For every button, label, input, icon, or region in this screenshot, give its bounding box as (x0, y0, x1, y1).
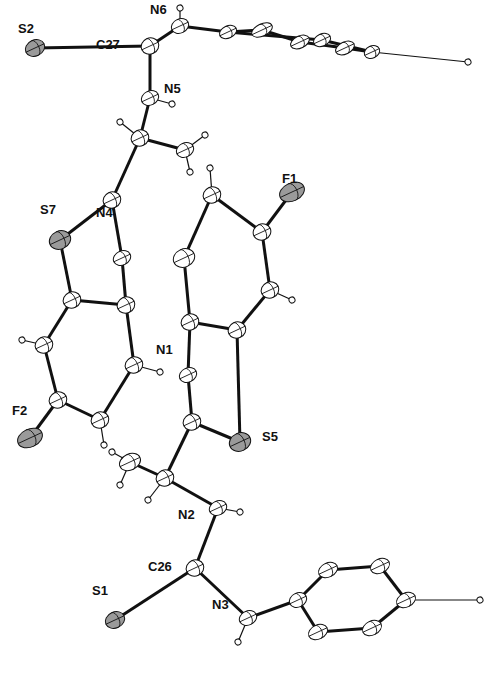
atom-label: N3 (212, 598, 229, 611)
atom-label: N2 (178, 508, 195, 521)
bond (35, 46, 150, 48)
atom-ellipsoid (14, 424, 45, 451)
atom-ellipsoid (394, 589, 418, 610)
atom-ellipsoid (200, 184, 223, 206)
bond (372, 52, 468, 62)
atom-ellipsoid (144, 496, 152, 504)
bond (212, 195, 262, 232)
atom-label: C27 (96, 38, 120, 51)
atom-ellipsoid (464, 58, 472, 66)
atom-label: N5 (164, 82, 181, 95)
atom-ellipsoid (206, 164, 214, 172)
atom-ellipsoid (170, 245, 198, 271)
bond (126, 305, 134, 365)
atom-ellipsoid (311, 31, 332, 49)
atom-ellipsoid (156, 368, 164, 376)
bond (195, 568, 248, 618)
atom-ellipsoid (174, 140, 196, 160)
atom-label: S5 (262, 430, 278, 443)
atom-label: S2 (18, 22, 34, 35)
bond (112, 138, 140, 200)
atom-ellipsoid (258, 279, 281, 301)
atom-ellipsoid (180, 411, 203, 433)
bond (112, 200, 122, 258)
atom-ellipsoid (117, 450, 144, 474)
atom-ellipsoid (108, 448, 116, 456)
bond (115, 568, 195, 620)
bond (237, 330, 240, 442)
atom-label: N6 (150, 3, 167, 16)
atom-ellipsoid (362, 43, 382, 61)
atom-ellipsoid (18, 336, 26, 344)
bonds (22, 8, 480, 642)
atom-ellipsoid (177, 365, 199, 385)
atom-ellipsoid (201, 131, 209, 139)
atom-ellipsoid (186, 168, 194, 176)
atom-ellipsoid (111, 248, 133, 268)
atom-ellipsoid (46, 227, 74, 253)
bond (406, 599, 480, 600)
atom-ellipsoid (249, 20, 274, 40)
atom-ellipsoid (103, 609, 128, 632)
bond (165, 478, 218, 508)
atom-ellipsoid (116, 481, 124, 489)
atom-ellipsoid (122, 354, 145, 376)
atom-label: F1 (282, 172, 297, 185)
atom-label: N1 (156, 343, 173, 356)
bond (165, 422, 192, 478)
atom-label: N4 (96, 206, 113, 219)
atom-ellipsoid (60, 289, 83, 311)
atom-ellipsoid (237, 608, 259, 628)
atom-ellipsoid (168, 100, 176, 108)
atom-label: F2 (12, 404, 27, 417)
atom-ellipsoid (333, 38, 356, 57)
atom-ellipsoid (360, 617, 384, 638)
atom-ellipsoid (207, 498, 229, 518)
atom-ellipsoid (169, 16, 191, 36)
atom-ellipsoid (287, 590, 309, 610)
atom-ellipsoid (368, 555, 392, 576)
atom-ellipsoid (32, 334, 55, 356)
atom-ellipsoid (23, 37, 48, 60)
atom-ellipsoid (178, 311, 201, 333)
atom-ellipsoid (176, 4, 184, 12)
atom-ellipsoid (306, 621, 330, 642)
atom-ellipsoid (217, 23, 238, 41)
atom-ellipsoid (88, 409, 111, 431)
atom-ellipsoid (100, 441, 108, 449)
atoms (14, 4, 484, 646)
atom-ellipsoid (234, 638, 242, 646)
atom-ellipsoid (316, 559, 340, 580)
atom-ellipsoid (116, 118, 124, 126)
atom-ellipsoid (225, 319, 248, 341)
atom-ellipsoid (236, 508, 244, 516)
atom-label: C26 (148, 560, 172, 573)
atom-label: S1 (92, 584, 108, 597)
atom-ellipsoid (250, 221, 273, 243)
atom-ellipsoid (139, 88, 161, 108)
atom-ellipsoid (138, 35, 161, 57)
atom-ellipsoid (183, 557, 206, 579)
atom-ellipsoid (288, 32, 311, 51)
atom-ellipsoid (128, 127, 151, 149)
bond (195, 508, 218, 568)
bond (100, 365, 134, 420)
atom-ellipsoid (114, 294, 137, 316)
atom-ellipsoid (288, 296, 296, 304)
atom-ellipsoid (46, 389, 69, 411)
atom-ellipsoid (476, 596, 484, 604)
atom-ellipsoid (153, 467, 176, 489)
bond (262, 232, 270, 290)
atom-ellipsoid (226, 429, 254, 455)
atom-label: S7 (40, 203, 56, 216)
